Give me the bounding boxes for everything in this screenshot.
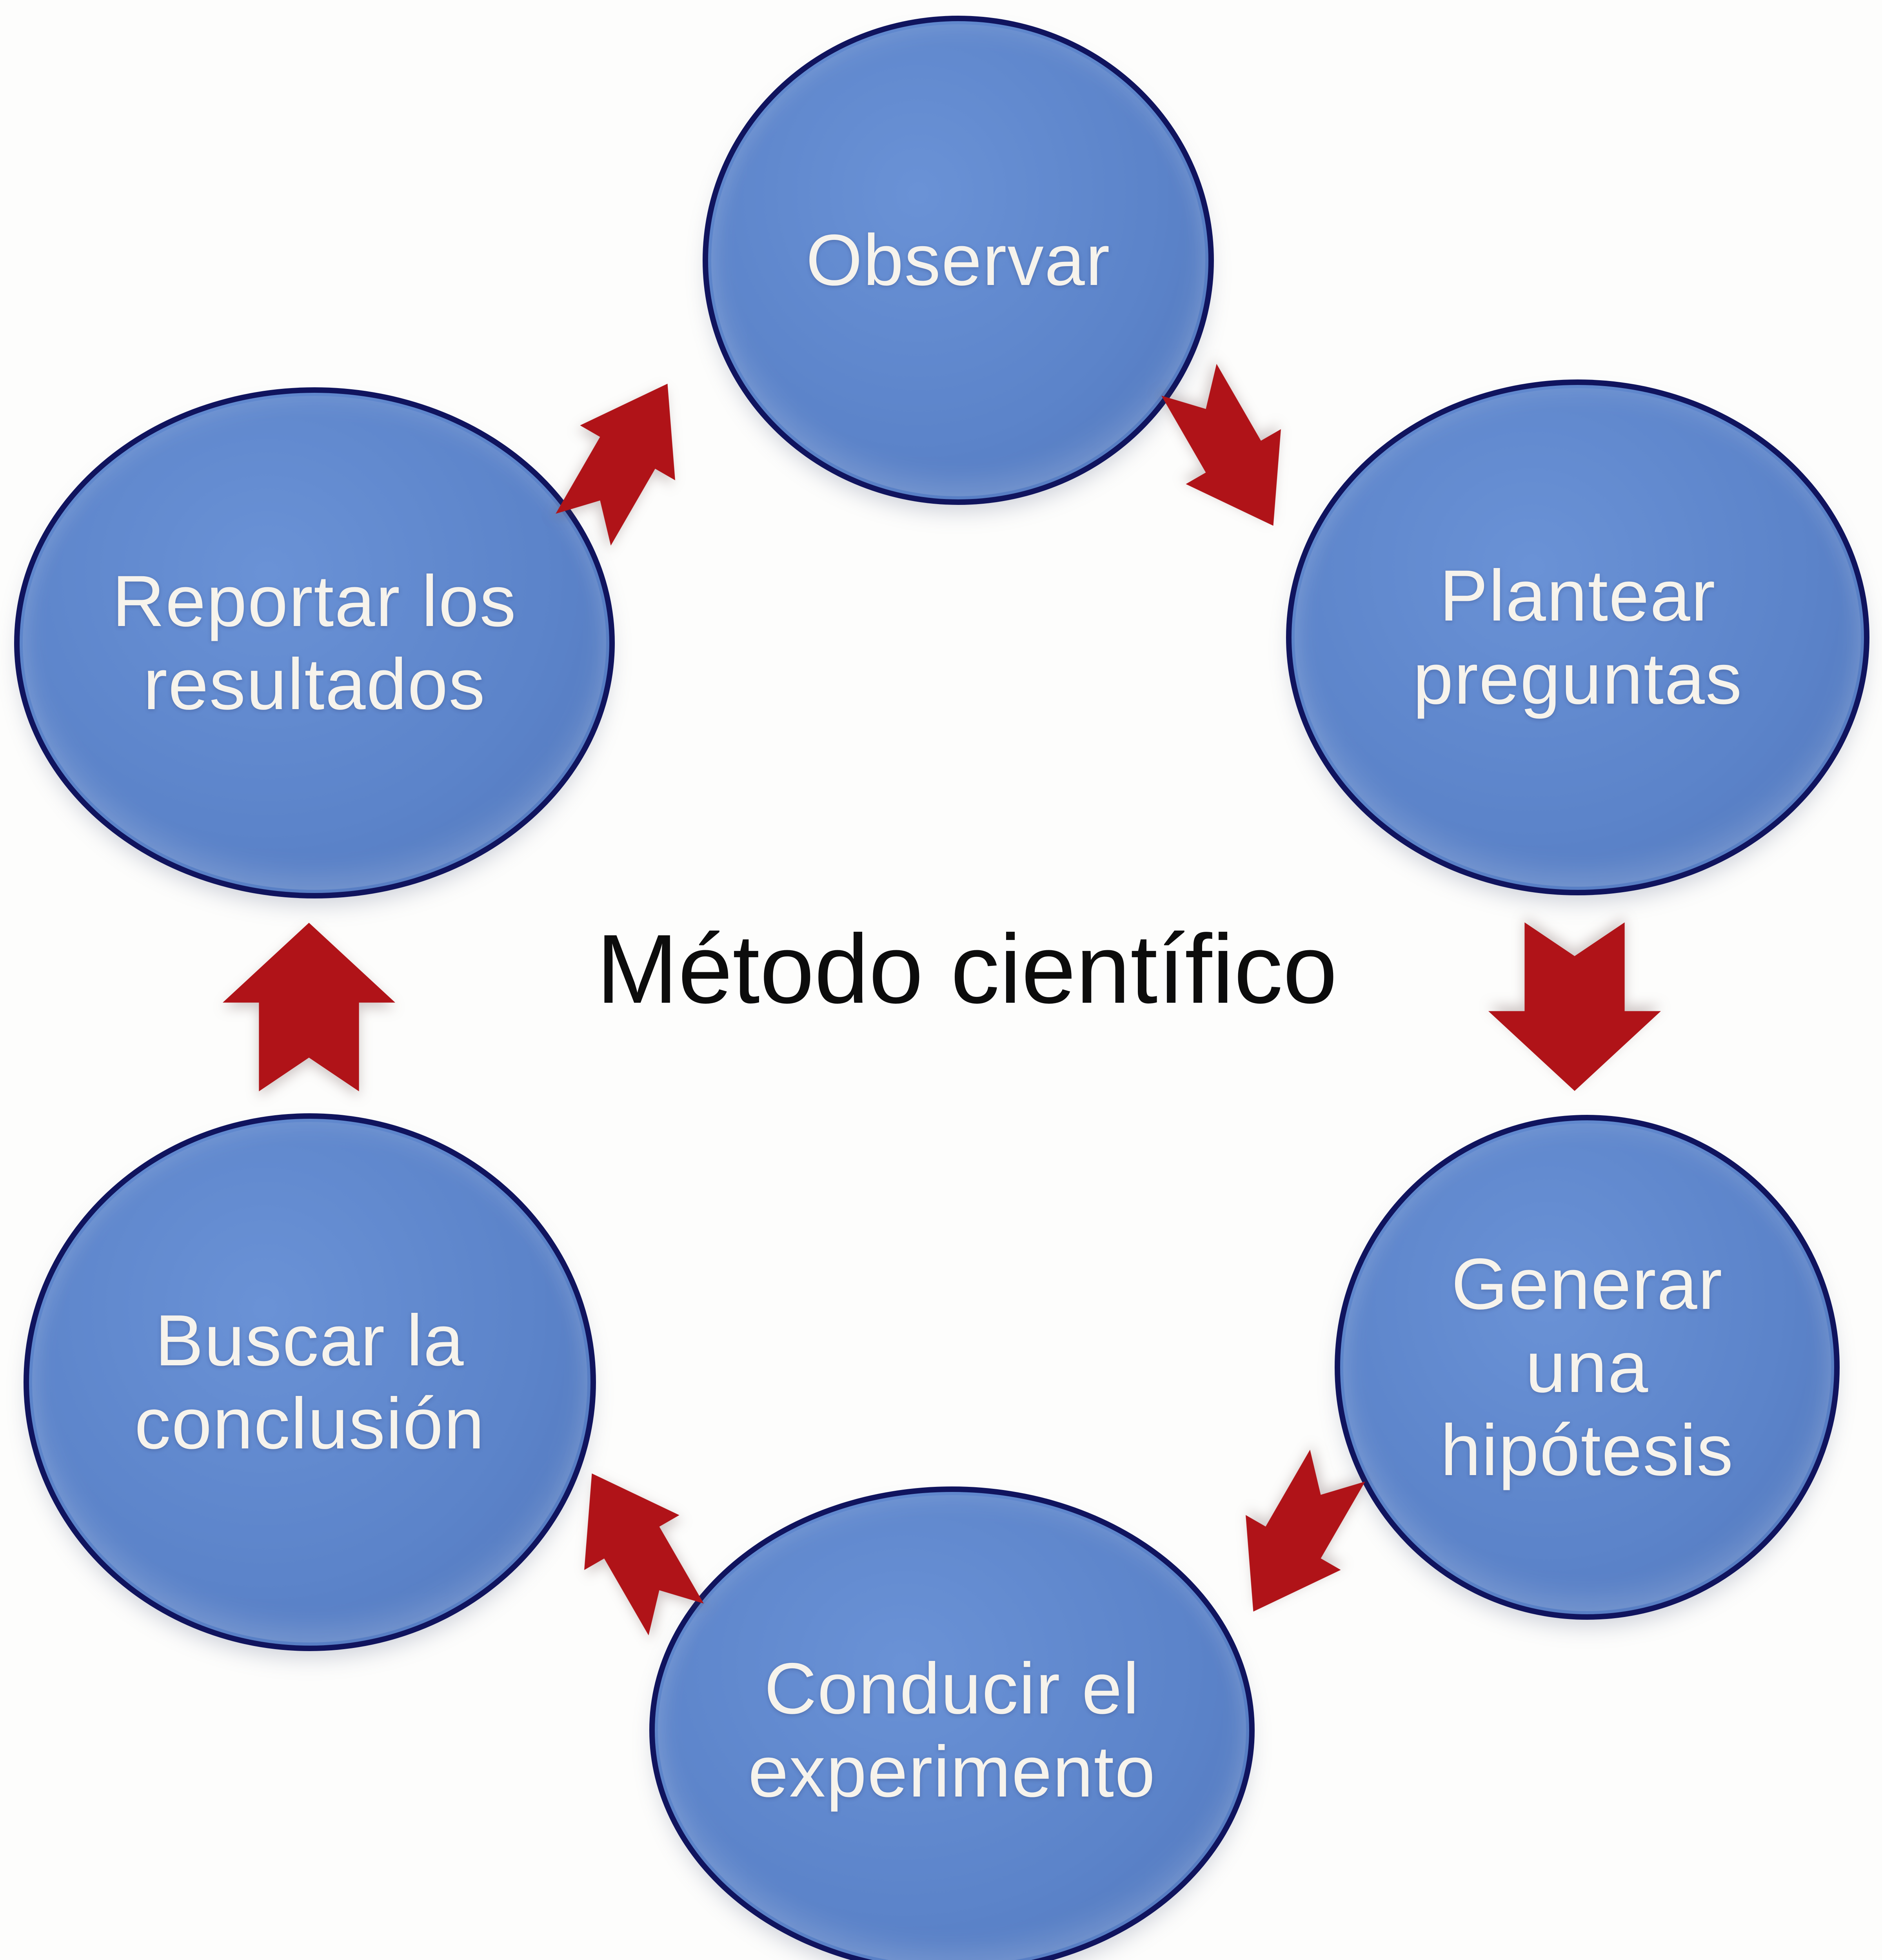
arrow-down-icon	[1488, 922, 1661, 1091]
step-label: Generar una hipótesis	[1441, 1243, 1734, 1492]
step-label-line: Buscar la	[155, 1300, 465, 1381]
step-label-line: Conducir el	[764, 1648, 1140, 1729]
step-conducir-experimento: Conducir el experimento	[649, 1486, 1255, 1960]
step-label-line: Observar	[806, 220, 1111, 301]
step-label-line: Generar	[1451, 1244, 1723, 1325]
step-plantear-preguntas: Plantear preguntas	[1286, 379, 1869, 895]
diagram-title: Método científico	[596, 914, 1337, 1024]
arrow-up-left-icon	[584, 1473, 704, 1635]
step-label-line: hipótesis	[1440, 1410, 1734, 1491]
arrow-up-right-icon	[556, 383, 675, 546]
arrow-down-left-icon	[1246, 1450, 1365, 1612]
step-label-line: experimento	[748, 1731, 1156, 1812]
step-label: Conducir el experimento	[748, 1647, 1156, 1813]
step-label-line: Reportar los	[112, 561, 517, 642]
step-label: Buscar la conclusión	[134, 1299, 485, 1465]
step-buscar-conclusion: Buscar la conclusión	[24, 1113, 596, 1651]
step-observar: Observar	[703, 16, 1214, 505]
step-label-line: conclusión	[134, 1383, 485, 1464]
step-label-line: resultados	[143, 644, 486, 725]
step-label-line: Plantear	[1439, 555, 1716, 636]
step-label: Reportar los resultados	[112, 560, 517, 726]
step-reportar-resultados: Reportar los resultados	[14, 387, 615, 898]
step-generar-hipotesis: Generar una hipótesis	[1335, 1115, 1840, 1620]
arrow-up-icon	[223, 923, 395, 1091]
step-label-line: una	[1525, 1327, 1649, 1408]
arrow-down-right-icon	[1161, 364, 1281, 526]
step-label: Observar	[806, 219, 1111, 302]
step-label-line: preguntas	[1413, 639, 1743, 719]
step-label: Plantear preguntas	[1413, 554, 1743, 720]
